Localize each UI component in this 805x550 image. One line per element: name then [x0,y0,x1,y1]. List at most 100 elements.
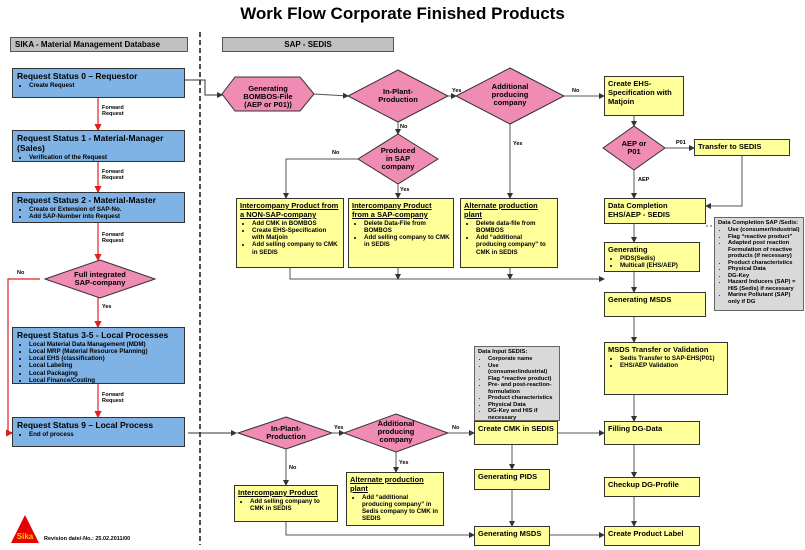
forward-request-label: Forward Request [102,105,124,117]
box-title: Alternate production plant [464,201,538,219]
status2-item: Create or Extension of SAP-No. [29,206,180,213]
note-title: Data Input SEDIS: [478,349,528,355]
no-label: No [332,150,340,156]
status2-box: Request Status 2 - Material-Master Creat… [12,192,185,223]
sika-logo: Sika [10,514,40,544]
inplant-label-1: In-Plant-Production [378,87,418,104]
intercompany-sap-box: Intercompany Product from a SAP-company … [348,198,454,268]
intercompany-product-box: Intercompany Product Add selling company… [234,485,338,522]
forward-request-label: Forward Request [102,232,124,244]
box-title: Intercompany Product [238,488,318,497]
box-item: Add “additional producing company” in Se… [362,494,440,523]
box-title: Generating PIDS [478,472,538,481]
status9-item: End of process [29,431,180,438]
data-completion-note: Data Completion SAP /Sedis: Use (consume… [714,217,804,311]
p01-label: P01 [676,140,686,146]
status35-item: Local Finance/Costing [29,377,180,384]
box-title: Create Product Label [608,529,684,538]
data-input-note: Data Input SEDIS: Corporate name Use (co… [474,346,560,421]
no-label: No [17,270,25,276]
note-item: Marine Pollutant (SAP) only if DG [728,292,800,305]
box-title: Filling DG-Data [608,424,663,433]
box-title: Intercompany Product from a SAP-company [352,201,432,219]
checkup-dg-box: Checkup DG-Profile [604,477,700,497]
status0-box: Request Status 0 – Requestor Create Requ… [12,68,185,98]
filling-dg-box: Filling DG-Data [604,421,700,445]
create-cmk-box: Create CMK in SEDIS [474,421,558,445]
status2-item: Add SAP-Number into Request [29,213,180,220]
note-item: Product characteristics [488,395,556,401]
create-ehs-box: Create EHS-Specification with Matjoin [604,76,684,116]
status35-item: Local Packaging [29,370,180,377]
box-title: Data Completion EHS/AEP - SEDIS [608,201,670,219]
inplant-label-2: In-Plant-Production [266,424,306,441]
full-integrated-diamond [43,259,157,299]
box-title: Intercompany Product from a NON-SAP-comp… [240,201,339,219]
status35-item: Local Labeling [29,362,180,369]
yes-label: Yes [334,425,344,431]
aep-branch-label: AEP [638,177,650,183]
alternate-plant-box-1: Alternate production plant Delete data-f… [460,198,558,268]
forward-request-label: Forward Request [102,392,124,404]
left-header: SIKA - Material Management Database [10,37,188,52]
no-label: No [289,465,297,471]
box-item: EHS/AEP Validation [620,362,724,369]
note-item: Physical Data [488,402,556,408]
box-item: PIDS(Sedis) [620,255,696,262]
intercompany-non-sap-box: Intercompany Product from a NON-SAP-comp… [236,198,344,268]
box-item: Multicall (EHS/AEP) [620,262,696,269]
note-item: Adapted post reaction Formulation of rea… [728,240,800,259]
status1-item: Verification of the Request [29,154,180,161]
status2-title: Request Status 2 - Material-Master [17,195,156,205]
box-item: Add “additional producing company” to CM… [476,234,554,255]
msds-transfer-box: MSDS Transfer or Validation Sedis Transf… [604,342,728,395]
box-item: Create EHS-Specification with Matjoin [252,227,340,241]
status0-title: Request Status 0 – Requestor [17,71,138,81]
alternate-plant-box-2: Alternate production plant Add “addition… [346,472,444,526]
box-title: Generating MSDS [478,529,542,538]
box-item: Delete data-file from BOMBOS [476,220,554,234]
page-title: Work Flow Corporate Finished Products [240,4,565,23]
note-item: Pre- and post-reaction-formulation [488,382,556,395]
yes-label: Yes [513,141,523,147]
data-completion-box: Data Completion EHS/AEP - SEDIS [604,198,706,224]
no-label: No [572,88,580,94]
create-label-box: Create Product Label [604,526,700,546]
note-item: Use (consumer/industrial) [728,227,800,233]
yes-label: Yes [399,460,409,466]
status1-box: Request Status 1 - Material-Manager (Sal… [12,130,185,162]
box-title: Generating MSDS [608,295,672,304]
generating-box: Generating PIDS(Sedis)Multicall (EHS/AEP… [604,242,700,272]
yes-label: Yes [102,304,112,310]
box-title: Alternate production plant [350,475,424,493]
generating-msds-box-2: Generating MSDS [474,526,550,546]
note-item: Flag “reactive product” [728,234,800,240]
forward-request-label: Forward Request [102,169,124,181]
box-item: Add selling company to CMK in SEDIS [252,241,340,255]
box-item: Sedis Transfer to SAP-EHS(P01) [620,355,724,362]
note-item: DG-Key [728,273,800,279]
box-title: MSDS Transfer or Validation [608,345,709,354]
status35-item: Local EHS (classification) [29,355,180,362]
status9-box: Request Status 9 – Local Process End of … [12,417,185,447]
box-title: Create EHS-Specification with Matjoin [608,79,672,106]
note-item: Hazard Inducers (SAP) = HIS (Sedis) if n… [728,279,800,292]
box-title: Generating [608,245,648,254]
note-title: Data Completion SAP /Sedis: [718,220,799,226]
generating-msds-box-1: Generating MSDS [604,292,706,317]
right-header: SAP - SEDIS [222,37,394,52]
box-item: Add selling company to CMK in SEDIS [250,498,334,512]
yes-label: Yes [400,187,410,193]
note-item: Use (consumer/industrial) [488,363,556,376]
status9-title: Request Status 9 – Local Process [17,420,154,430]
box-item: Add selling company to CMK in SEDIS [364,234,450,248]
revision-text: Revision date/-No.: 25.02.2011/00 [44,536,131,542]
yes-label: Yes [452,88,462,94]
status-arrows [6,98,102,437]
status0-item: Create Request [29,82,180,89]
